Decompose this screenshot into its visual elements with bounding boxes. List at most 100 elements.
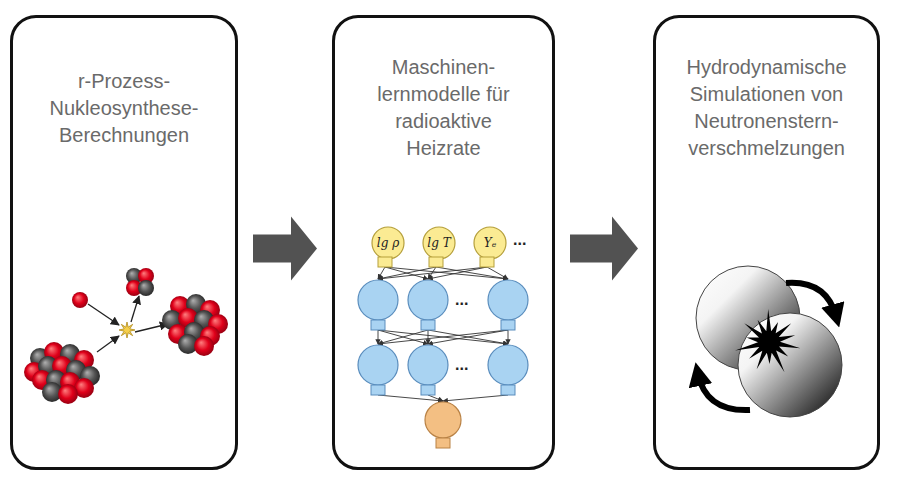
input-neuron: Yₑ [473, 226, 507, 260]
illustration [24, 257, 842, 448]
ellipsis-label: ... [455, 355, 468, 375]
neuron-output-port [378, 257, 392, 267]
neuron-stem [487, 257, 488, 258]
network-link [378, 330, 508, 344]
output-neuron [425, 402, 461, 438]
neutron-sphere [126, 268, 142, 284]
proton-sphere [60, 372, 80, 392]
reaction-arrow [97, 336, 119, 352]
proton-sphere [74, 378, 94, 398]
process-box: Maschinen- lernmodelle für radioaktive H… [332, 15, 555, 470]
reaction-arrow [135, 324, 168, 332]
hidden-neuron [358, 280, 398, 320]
neuron-circle [372, 227, 404, 259]
neuron-output-port [480, 257, 494, 267]
proton-sphere [200, 300, 220, 320]
proton-sphere [44, 342, 64, 362]
collision-burst [735, 309, 800, 372]
neuron-output-port [501, 320, 515, 330]
input-variable: lg T [422, 226, 456, 260]
reaction-arrow [131, 296, 139, 322]
network-link [378, 330, 428, 344]
network-link [428, 395, 443, 401]
proton-sphere [178, 308, 198, 328]
neutron-sphere [178, 334, 198, 354]
neuron-output-port [421, 320, 435, 330]
title-area: r-Prozess- Nukleosynthese- Berechnungen [13, 46, 235, 170]
reaction-arrow [88, 304, 119, 325]
proton-sphere [170, 296, 190, 316]
neutron-sphere [194, 310, 214, 330]
flow-arrow [253, 217, 317, 281]
neutron-sphere [46, 370, 66, 390]
network-link [428, 330, 508, 344]
input-neuron: lg ρ [371, 226, 405, 260]
process-box: r-Prozess- Nukleosynthese- Berechnungen [10, 15, 238, 470]
proton-sphere [208, 314, 228, 334]
input-neuron: lg T [422, 226, 456, 260]
rotation-arrow [698, 374, 750, 410]
network-link [443, 395, 508, 401]
proton-sphere [194, 336, 214, 356]
hidden-neuron [488, 280, 528, 320]
box-title: Hydrodynamische Simulationen von Neutron… [672, 54, 862, 162]
neuron-output-port [371, 385, 385, 395]
rotation-arrow [786, 283, 836, 316]
reaction-spark [119, 322, 135, 338]
network-link [428, 330, 508, 344]
neuron-stem [385, 257, 386, 258]
title-area: Hydrodynamische Simulationen von Neutron… [656, 46, 877, 170]
title-area: Maschinen- lernmodelle für radioaktive H… [335, 46, 552, 170]
network-link [378, 267, 487, 279]
neutron-sphere [184, 322, 204, 342]
connector-layer [253, 217, 638, 281]
neutron-sphere [60, 344, 80, 364]
neuron-output-port [421, 385, 435, 395]
hidden-neuron [408, 345, 448, 385]
network-link [378, 267, 436, 279]
proton-sphere [58, 384, 78, 404]
neuron-circle [423, 227, 455, 259]
neural-network [358, 257, 528, 448]
neuron-stem [436, 257, 437, 258]
proton-sphere [24, 362, 44, 382]
proton-sphere [32, 370, 52, 390]
neutron-sphere [186, 294, 206, 314]
neuron-output-port [501, 385, 515, 395]
network-link [436, 267, 508, 279]
neutron-sphere [162, 310, 182, 330]
network-link [385, 267, 428, 279]
proton-sphere [138, 268, 154, 284]
neutron-sphere [138, 280, 154, 296]
neutron-star [738, 313, 842, 417]
input-variable: lg ρ [371, 226, 405, 260]
proton-sphere [52, 356, 72, 376]
network-link [428, 267, 487, 279]
neuron-output-port [371, 320, 385, 330]
network-link [487, 267, 508, 279]
box-title: Maschinen- lernmodelle für radioaktive H… [364, 54, 524, 162]
neutron-sphere [66, 360, 86, 380]
network-link [428, 267, 436, 279]
ellipsis-label: ... [513, 230, 526, 250]
neutron-sphere [42, 382, 62, 402]
nuclear-reaction-illustration [24, 268, 228, 404]
neutron-star [696, 266, 800, 370]
network-link [428, 330, 429, 344]
neutron-sphere [38, 356, 58, 376]
network-link [385, 267, 508, 279]
network-link [378, 330, 379, 344]
network-link [378, 267, 385, 279]
neuron-circle [474, 227, 506, 259]
ellipsis-label: ... [455, 290, 468, 310]
hidden-neuron [408, 280, 448, 320]
process-box: Hydrodynamische Simulationen von Neutron… [653, 15, 880, 470]
network-link [378, 395, 443, 401]
flow-arrow [570, 217, 638, 281]
neuron-output-port [429, 257, 443, 267]
box-title: r-Prozess- Nukleosynthese- Berechnungen [39, 68, 209, 149]
proton-sphere [168, 324, 188, 344]
